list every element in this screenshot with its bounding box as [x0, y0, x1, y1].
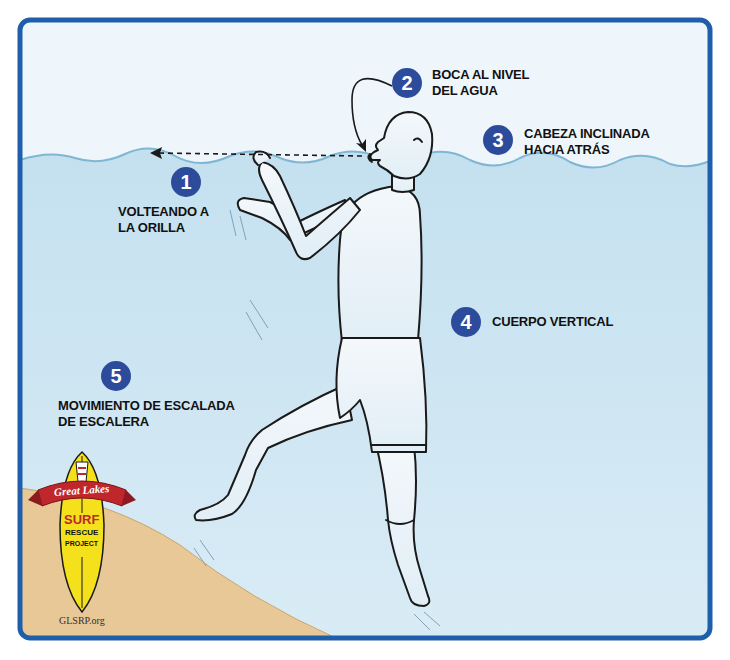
callout-number: 3	[483, 125, 513, 155]
motion-lines	[194, 210, 440, 630]
callout-number: 2	[392, 68, 422, 98]
frame	[20, 20, 710, 638]
callout-label: MOVIMIENTO DE ESCALADA DE ESCALERA	[58, 398, 243, 430]
callout-number: 1	[171, 167, 201, 197]
website-label: GLSRP.org	[59, 615, 105, 627]
callout-label: VOLTEANDO A LA ORILLA	[118, 204, 218, 236]
logo-text: RESCUE	[65, 528, 98, 538]
sight-arrow	[150, 147, 362, 159]
water	[20, 148, 710, 638]
logo-text: SURF	[64, 513, 99, 527]
callout-number: 4	[451, 307, 481, 337]
logo-surfboard	[28, 452, 136, 612]
swimmer-figure	[195, 112, 433, 606]
callout-number: 5	[101, 361, 131, 391]
logo-text: PROJECT	[65, 539, 98, 549]
callout-label: BOCA AL NIVEL DEL AGUA	[432, 67, 544, 99]
callout-label: CABEZA INCLINADA HACIA ATRÁS	[524, 126, 674, 158]
leader-arrow	[352, 79, 392, 152]
callout-label: CUERPO VERTICAL	[492, 314, 662, 330]
